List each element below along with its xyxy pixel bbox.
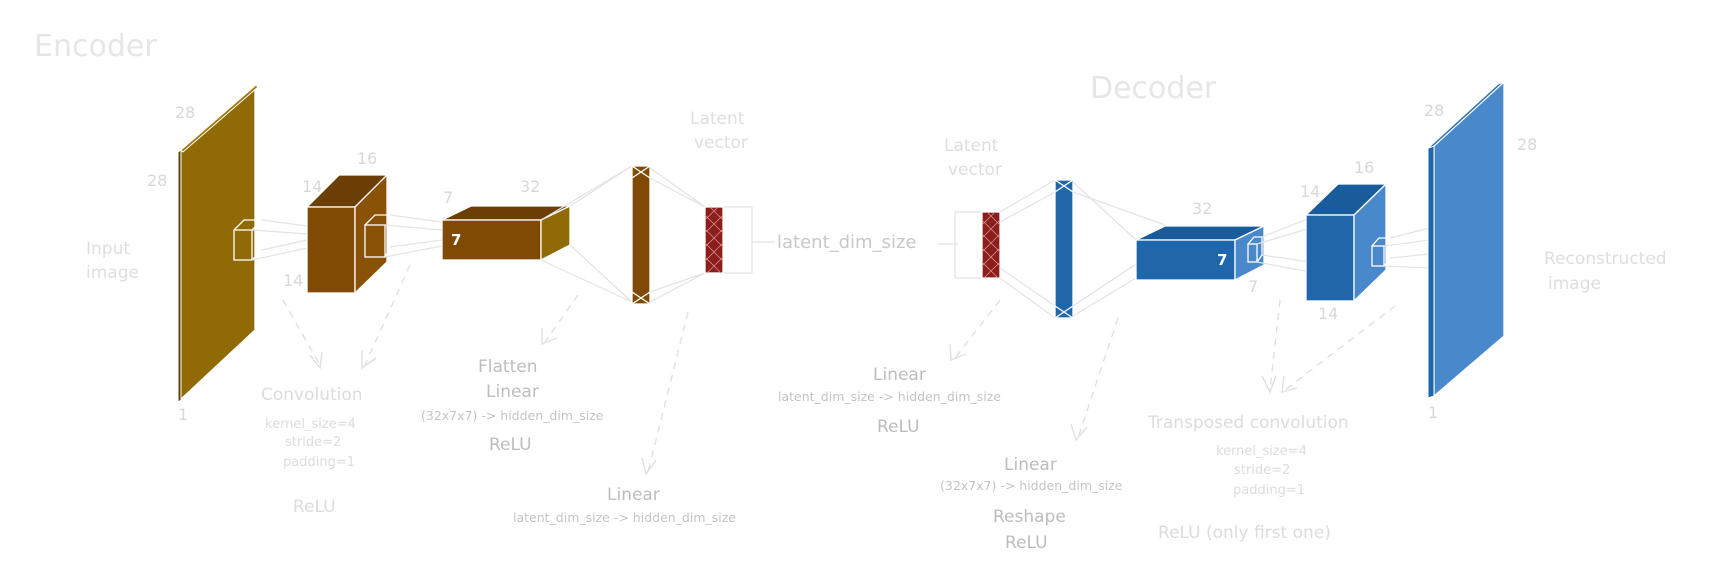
encoder-latent-label-line1: Latent [690,109,745,129]
reshape-caption-title: Linear [1004,455,1057,475]
conv-caption-title: Convolution [261,385,363,405]
encoder-latent-arrow [641,311,689,476]
output-dim-right: 28 [1517,135,1537,154]
decoder-latent-bracket [954,211,982,279]
output-image-slab [1427,80,1505,399]
conv2-dim-depth: 32 [520,177,540,196]
tconv-caption-stride: stride=2 [1234,463,1290,478]
reshape-caption-detail: (32x7x7) -> hidden_dim_size [940,478,1123,493]
decoder-latent-label-line1: Latent [944,136,999,156]
decoder-hidden-bar [1054,179,1074,319]
reshape-caption-line3: Reshape [993,507,1066,527]
conv1-dim-height: 14 [302,177,322,196]
hidden-to-latent-connectors [649,167,706,303]
deconv2-cube [1304,182,1388,303]
encoder-hidden-bar [631,165,651,305]
latent-caption-title: Linear [607,485,660,505]
dec-linear-caption-title: Linear [873,365,926,385]
flatten-caption-line1: Flatten [478,357,537,377]
output-dim-top: 28 [1424,101,1444,120]
conv2-box [441,204,571,262]
deconv1-face-value: 7 [1217,251,1227,269]
deconv1-to-deconv2-connectors [1256,217,1311,273]
deconv2-to-output-connectors [1383,227,1431,269]
input-dim-bottom: 1 [178,405,188,424]
output-label-line1: Reconstructed [1544,249,1667,269]
conv2-to-hidden-connectors [540,165,633,303]
conv1-dim-width: 14 [283,271,303,290]
conv1-cube [305,173,389,295]
dec-linear-caption-activation: ReLU [877,417,920,437]
latent-dim-label: latent_dim_size [777,232,917,253]
deconv1-box [1135,224,1265,282]
input-dim-left: 28 [147,171,167,190]
tconv-caption-title: Transposed convolution [1147,413,1349,433]
deconv2-dim-height: 14 [1300,182,1320,201]
conv-caption-padding: padding=1 [283,455,355,470]
output-label-line2: image [1548,274,1601,294]
dec-hidden-to-deconv1-connectors [1072,181,1166,317]
tconv-caption-activation: ReLU (only first one) [1158,523,1331,543]
encoder-latent-bracket [723,206,753,274]
conv2-face-value: 7 [451,231,461,249]
conv2-dim-height: 7 [443,188,453,207]
encoder-conv-arrows [282,264,411,370]
output-dim-bottom: 1 [1428,403,1438,422]
flatten-caption-line3: (32x7x7) -> hidden_dim_size [421,408,604,423]
flatten-caption-line2: Linear [486,382,539,402]
flatten-caption-activation: ReLU [489,435,532,455]
latent-to-dec-hidden-connectors [999,179,1056,319]
conv1-to-conv2-connectors [384,214,443,258]
encoder-title: Encoder [34,29,157,64]
encoder-flatten-arrow [541,294,579,346]
latent-caption-detail: latent_dim_size -> hidden_dim_size [513,510,736,525]
tconv-caption-padding: padding=1 [1233,483,1305,498]
deconv1-dim-depth: 32 [1192,199,1212,218]
input-image-slab [177,83,259,403]
reshape-caption-activation: ReLU [1005,533,1048,553]
input-to-conv1-connectors [251,219,308,261]
decoder-latent-label-line2: vector [948,160,1002,180]
decoder-title: Decoder [1090,71,1217,106]
deconv1-dim-side: 7 [1248,277,1258,296]
encoder-latent-label-line2: vector [694,133,748,153]
tconv-caption-kernel: kernel_size=4 [1216,444,1307,459]
conv-caption-stride: stride=2 [285,435,341,450]
decoder-linear-arrow [949,299,1001,362]
input-label-line2: image [86,263,139,283]
dec-linear-caption-detail: latent_dim_size -> hidden_dim_size [778,389,1001,404]
conv1-dim-depth: 16 [357,149,377,168]
deconv2-dim-depth: 16 [1354,158,1374,177]
conv-caption-kernel: kernel_size=4 [265,417,356,432]
decoder-latent-vector [981,211,1001,279]
input-label-line1: Input [86,239,130,259]
decoder-reshape-arrow [1070,317,1119,442]
decoder-tconv-arrows [1261,299,1396,394]
conv-caption-activation: ReLU [293,497,336,517]
encoder-latent-vector [704,206,724,274]
deconv2-dim-width: 14 [1318,304,1338,323]
input-dim-top: 28 [175,103,195,122]
